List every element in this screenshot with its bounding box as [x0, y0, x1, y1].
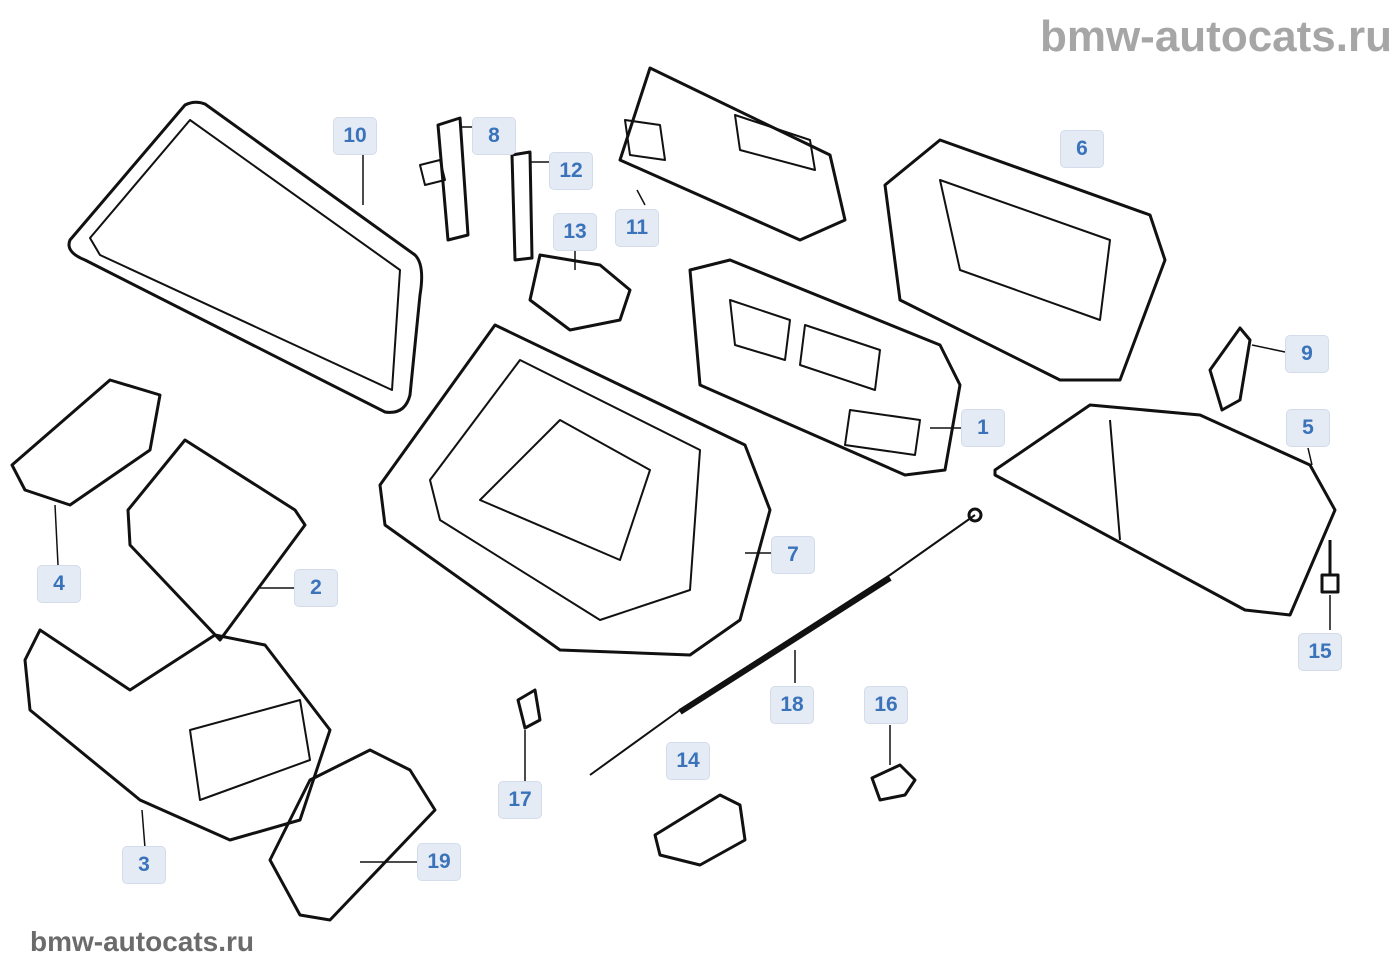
- watermark-top: bmw-autocats.ru: [1039, 12, 1392, 61]
- part-13-bracket: [528, 250, 632, 332]
- part-11-panel: [618, 66, 847, 242]
- callout-6[interactable]: 6: [1060, 130, 1104, 168]
- callout-17[interactable]: 17: [498, 781, 542, 819]
- watermark-bottom: bmw-autocats.ru: [30, 926, 255, 957]
- part-14-clip: [653, 793, 747, 867]
- part-12-strip: [510, 150, 550, 262]
- callout-11[interactable]: 11: [615, 209, 659, 247]
- part-15-screw: [1320, 540, 1340, 630]
- part-10-gasket-frame: [67, 100, 424, 414]
- part-7-main-housing: [378, 323, 773, 657]
- part-3-housing: [23, 628, 332, 849]
- callout-14[interactable]: 14: [666, 742, 710, 780]
- part-6-housing: [883, 138, 1167, 382]
- callout-1[interactable]: 1: [961, 409, 1005, 447]
- part-9-flap: [1208, 326, 1286, 412]
- part-1-vent-unit: [688, 258, 962, 477]
- callout-16[interactable]: 16: [864, 686, 908, 724]
- part-17-clip: [516, 688, 542, 782]
- callout-13[interactable]: 13: [553, 213, 597, 251]
- callout-8[interactable]: 8: [472, 117, 516, 155]
- callout-18[interactable]: 18: [770, 686, 814, 724]
- callout-19[interactable]: 19: [417, 843, 461, 881]
- callout-10[interactable]: 10: [333, 117, 377, 155]
- part-4-duct: [10, 378, 162, 566]
- callout-5[interactable]: 5: [1286, 409, 1330, 447]
- part-2-duct: [126, 438, 307, 642]
- part-16-clip: [870, 725, 917, 802]
- callout-2[interactable]: 2: [294, 569, 338, 607]
- callout-15[interactable]: 15: [1298, 633, 1342, 671]
- part-18-cable: [589, 507, 983, 776]
- callout-3[interactable]: 3: [122, 846, 166, 884]
- callout-9[interactable]: 9: [1285, 335, 1329, 373]
- callout-12[interactable]: 12: [549, 152, 593, 190]
- callout-7[interactable]: 7: [771, 536, 815, 574]
- callout-4[interactable]: 4: [37, 565, 81, 603]
- part-19-duct: [268, 748, 437, 922]
- part-8-clip: [419, 116, 480, 242]
- part-5-tray: [993, 403, 1337, 617]
